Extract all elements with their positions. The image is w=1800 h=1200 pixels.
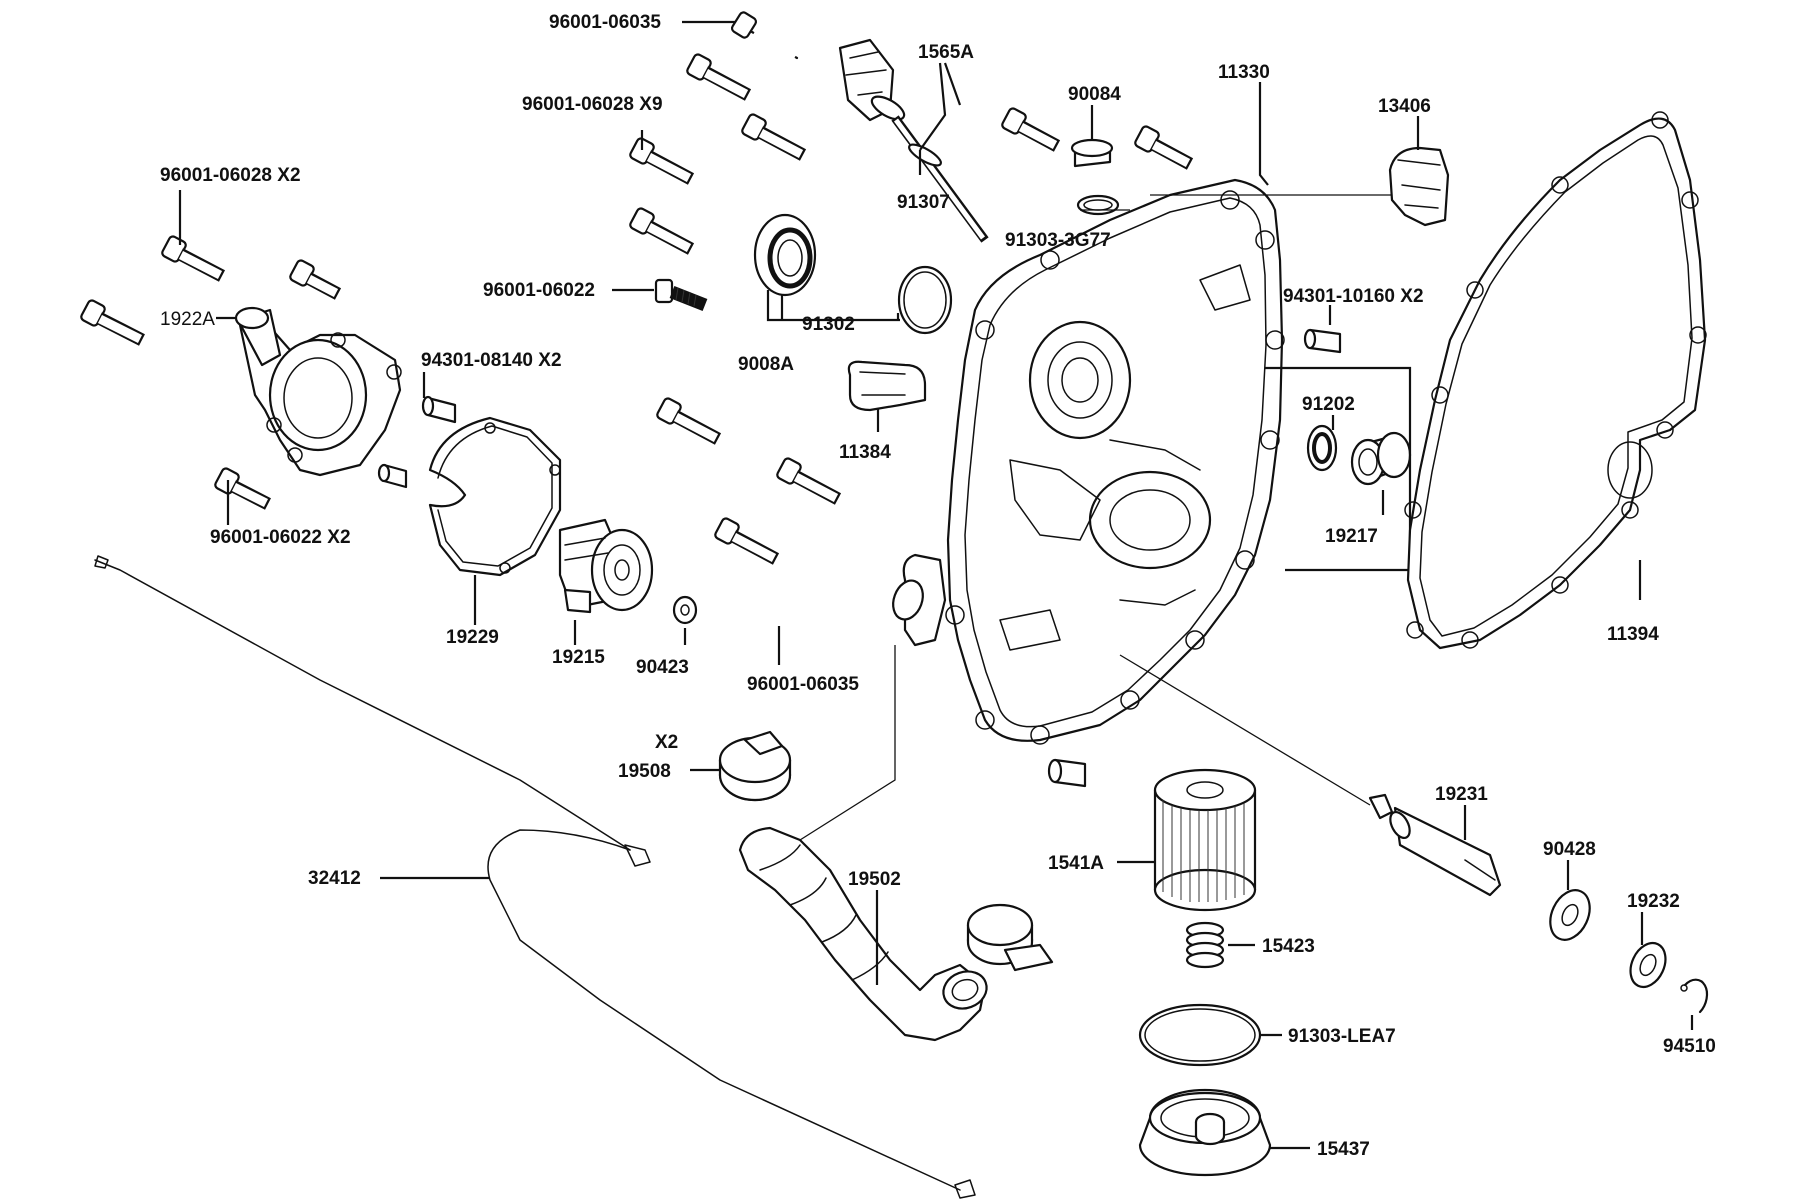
leader-lines xyxy=(178,20,1694,1150)
water-pump-cover xyxy=(234,306,402,477)
label-9008a: 9008A xyxy=(738,354,794,375)
label-96001-06035-top: 96001-06035 xyxy=(549,12,661,33)
o-ring-91302 xyxy=(897,265,953,335)
clip-11384 xyxy=(847,360,927,412)
cable-32412 xyxy=(94,555,976,1199)
label-x2-clamp: X2 xyxy=(655,732,678,753)
water-hose-19502 xyxy=(738,826,988,1042)
leader-bracket-seal xyxy=(1265,366,1412,572)
shaft-19231 xyxy=(1119,654,1502,897)
impeller-19215 xyxy=(558,518,654,614)
label-13406: 13406 xyxy=(1378,96,1431,117)
label-94301-08140-x2: 94301-08140 X2 xyxy=(421,350,562,371)
label-91307: 91307 xyxy=(897,192,950,213)
label-94510: 94510 xyxy=(1663,1036,1716,1057)
dipstick-1565a xyxy=(838,38,989,243)
dowel-94301-10160 xyxy=(1047,328,1342,788)
label-94301-10160-x2: 94301-10160 X2 xyxy=(1283,286,1424,307)
label-1541a: 1541A xyxy=(1048,853,1104,874)
washer-90428 xyxy=(1549,889,1591,941)
label-1565a: 1565A xyxy=(918,42,974,63)
crankcase-cover-11330 xyxy=(892,178,1285,745)
spring-15423 xyxy=(1185,921,1225,969)
bolt-row-x9 xyxy=(629,53,1194,565)
seal-91202 xyxy=(1306,424,1338,472)
bolt-96001-06035-top xyxy=(730,11,799,61)
cover-gasket-11394 xyxy=(1404,111,1707,650)
label-96001-06022-x2: 96001-06022 X2 xyxy=(210,527,351,548)
label-19231: 19231 xyxy=(1435,784,1488,805)
washer-19232 xyxy=(1629,941,1667,989)
label-91202: 91202 xyxy=(1302,394,1355,415)
oil-seal-9008a xyxy=(753,213,817,297)
label-15437: 15437 xyxy=(1317,1139,1370,1160)
label-96001-06022: 96001-06022 xyxy=(483,280,595,301)
o-ring-91303-3g77 xyxy=(1076,194,1120,216)
clamp-13406 xyxy=(1388,146,1450,227)
label-91303-3g77: 91303-3G77 xyxy=(1005,230,1111,251)
label-19215: 19215 xyxy=(552,647,605,668)
label-96001-06028-x9: 96001-06028 X9 xyxy=(522,94,663,115)
label-91302: 91302 xyxy=(802,314,855,335)
label-19508: 19508 xyxy=(618,761,671,782)
oil-filter-1541a xyxy=(1153,768,1257,912)
label-1922a: 1922A xyxy=(160,309,215,330)
label-11394: 11394 xyxy=(1607,624,1659,645)
label-19229: 19229 xyxy=(446,627,499,648)
label-19217: 19217 xyxy=(1325,526,1378,547)
label-90084: 90084 xyxy=(1068,84,1121,105)
label-19502: 19502 xyxy=(848,869,901,890)
label-32412: 32412 xyxy=(308,868,361,889)
label-11384: 11384 xyxy=(839,442,891,463)
leader-hose-coolant xyxy=(799,645,896,841)
stud-96001-06022 xyxy=(654,278,708,312)
filter-cap-15437 xyxy=(1138,1088,1272,1177)
part-labels: 96001-06035 1565A 96001-06028 X9 91307 9… xyxy=(160,12,1716,1160)
label-96001-06028-x2: 96001-06028 X2 xyxy=(160,165,301,186)
label-19232: 19232 xyxy=(1627,891,1680,912)
label-96001-06035-lower: 96001-06035 xyxy=(747,674,859,695)
bearing-19217 xyxy=(1350,431,1412,486)
washer-90423 xyxy=(672,595,698,625)
label-90428: 90428 xyxy=(1543,839,1596,860)
circlip-94510 xyxy=(1680,978,1709,1014)
o-ring-91303-lea7 xyxy=(1138,1003,1262,1067)
label-15423: 15423 xyxy=(1262,936,1315,957)
hose-clamp-lower xyxy=(966,903,1054,972)
label-11330: 11330 xyxy=(1218,62,1270,83)
label-90423: 90423 xyxy=(636,657,689,678)
pump-gasket-19229 xyxy=(428,416,562,577)
label-91303-lea7: 91303-LEA7 xyxy=(1288,1026,1396,1047)
hose-clamp-19508 xyxy=(718,730,792,802)
cap-90084 xyxy=(1070,138,1114,168)
dowel-94301-08140 xyxy=(377,395,457,489)
